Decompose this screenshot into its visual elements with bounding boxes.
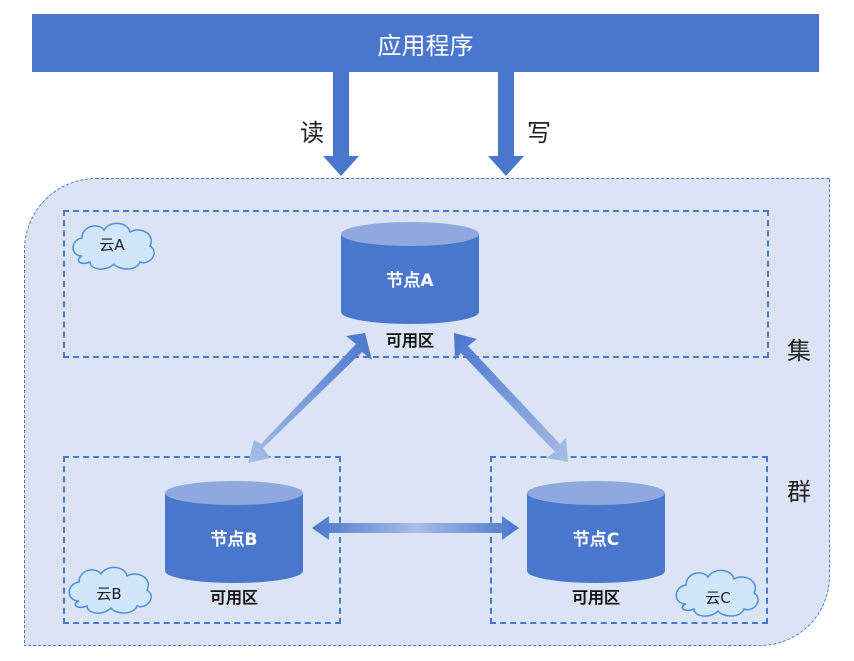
- cloud-b-label: 云B: [96, 585, 122, 603]
- read-arrow: [323, 72, 359, 176]
- zone-c: [490, 456, 768, 624]
- node-b-label: 节点B: [210, 530, 258, 550]
- application-label: 应用程序: [377, 31, 474, 60]
- zone-b-label: 可用区: [209, 588, 258, 607]
- read-label: 读: [300, 119, 324, 147]
- cloud-c-label: 云C: [705, 589, 731, 607]
- cloud-b-icon: [68, 566, 152, 614]
- zone-a: [63, 210, 769, 358]
- write-label: 写: [527, 119, 551, 147]
- cloud-a-icon: [72, 222, 155, 270]
- cluster-label-char-1: 集: [787, 337, 811, 365]
- cloud-a-label: 云A: [99, 236, 125, 254]
- node-a-cylinder: [341, 222, 479, 324]
- cloud-c-icon: [675, 569, 759, 617]
- node-c-cylinder: [527, 481, 665, 583]
- zone-c-label: 可用区: [571, 588, 620, 607]
- replication-arrow-b-c: [312, 516, 519, 540]
- replication-arrow-a-c: [454, 333, 568, 462]
- replication-arrow-a-b: [248, 333, 372, 463]
- write-arrow: [488, 72, 524, 176]
- zone-b: [63, 456, 341, 624]
- node-b-cylinder: [165, 481, 303, 583]
- cluster-label-char-2: 群: [787, 478, 811, 506]
- application-bar: 应用程序: [32, 14, 819, 72]
- zone-a-label: 可用区: [385, 331, 434, 350]
- node-c-label: 节点C: [572, 530, 620, 550]
- node-a-label: 节点A: [386, 271, 434, 291]
